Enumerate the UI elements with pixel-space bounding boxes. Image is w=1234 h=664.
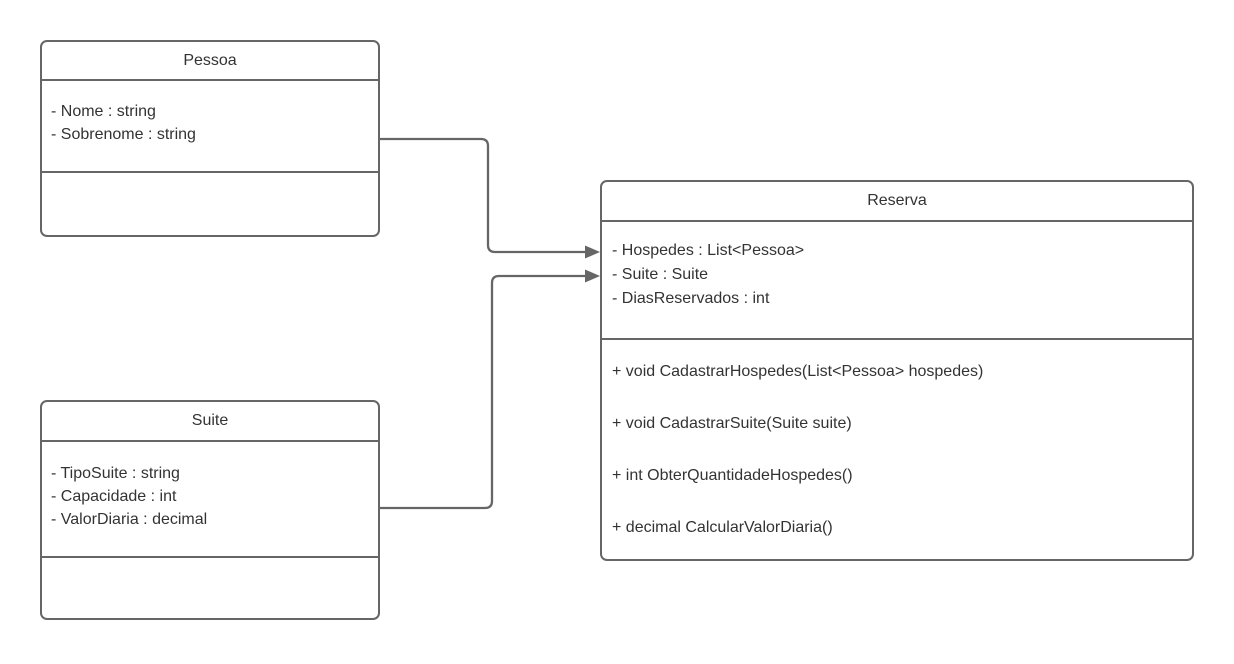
attribute: - Hospedes : List<Pessoa> [612,242,805,259]
class-title: Reserva [602,182,1192,222]
arrowhead [585,245,600,259]
attribute: - Nome : string [51,103,156,120]
attribute: - Capacidade : int [51,488,177,505]
method: + int ObterQuantidadeHospedes() [612,467,853,484]
class-methods-section: + void CadastrarHospedes(List<Pessoa> ho… [602,340,1192,559]
arrowhead [585,269,600,283]
method: + decimal CalcularValorDiaria() [612,519,833,536]
class-methods-section-empty [42,558,378,618]
class-attributes-section: - TipoSuite : string - Capacidade : int … [42,442,378,558]
class-box-suite[interactable]: Suite - TipoSuite : string - Capacidade … [40,400,380,620]
connector-suite-to-reserva[interactable] [380,269,600,510]
connector-line [380,274,586,510]
class-attributes-section: - Hospedes : List<Pessoa> - Suite : Suit… [602,222,1192,340]
class-title: Pessoa [42,42,378,81]
connector-line [380,137,586,254]
class-attributes-section: - Nome : string - Sobrenome : string [42,81,378,173]
attribute: - DiasReservados : int [612,290,770,307]
class-methods-section-empty [42,173,378,235]
attribute: - ValorDiaria : decimal [51,511,208,528]
attribute: - Suite : Suite [612,266,709,283]
attribute: - TipoSuite : string [51,465,180,482]
class-box-pessoa[interactable]: Pessoa - Nome : string - Sobrenome : str… [40,40,380,237]
class-box-reserva[interactable]: Reserva - Hospedes : List<Pessoa> - Suit… [600,180,1194,561]
method: + void CadastrarSuite(Suite suite) [612,415,852,432]
class-title: Suite [42,402,378,442]
method: + void CadastrarHospedes(List<Pessoa> ho… [612,363,984,380]
attribute: - Sobrenome : string [51,126,196,143]
connector-pessoa-to-reserva[interactable] [380,137,600,259]
